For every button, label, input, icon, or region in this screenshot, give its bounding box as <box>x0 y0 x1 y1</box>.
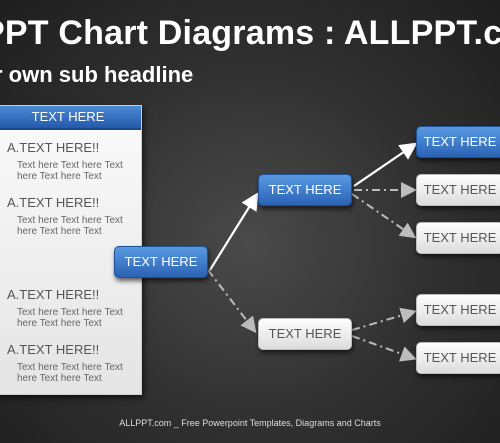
slide-subtitle: r own sub headline <box>0 62 194 87</box>
mid-bottom-node: TEXT HERE <box>258 318 352 350</box>
right-node: TEXT HERE <box>416 342 500 374</box>
mid-top-node: TEXT HERE <box>258 174 352 206</box>
arrow-mid-bottom-to-right-4 <box>351 307 417 331</box>
arrow-root-to-mid-bottom <box>207 269 257 334</box>
arrow-root-to-mid-top <box>209 192 259 271</box>
arrow-mid-top-to-right-1 <box>353 142 418 187</box>
panel-header: TEXT HERE <box>0 106 141 130</box>
arrow-mid-bottom-to-right-5 <box>351 335 417 362</box>
slide-title: PPT Chart Diagrams : ALLPPT.c <box>0 14 500 52</box>
panel-item: A.TEXT HERE!! Text here Text here Text h… <box>7 195 141 237</box>
right-node: TEXT HERE <box>416 174 500 206</box>
right-node: TEXT HERE <box>416 294 500 326</box>
right-node: TEXT HERE <box>416 222 500 254</box>
item-heading: A.TEXT HERE!! <box>7 342 100 357</box>
right-node-highlight: TEXT HERE <box>416 126 500 158</box>
root-node: TEXT HERE <box>114 246 208 278</box>
panel-item: A.TEXT HERE!! Text here Text here Text h… <box>7 140 141 182</box>
item-body: Text here Text here Text here Text here … <box>17 307 123 329</box>
panel-item: A.TEXT HERE!! Text here Text here Text h… <box>7 342 141 384</box>
item-body: Text here Text here Text here Text here … <box>17 160 123 182</box>
item-heading: A.TEXT HERE!! <box>7 287 100 302</box>
footer-credit: ALLPPT.com _ Free Powerpoint Templates, … <box>119 418 381 428</box>
item-heading: A.TEXT HERE!! <box>7 195 100 210</box>
item-heading: A.TEXT HERE!! <box>7 140 100 155</box>
item-body: Text here Text here Text here Text here … <box>17 215 123 237</box>
item-body: Text here Text here Text here Text here … <box>17 362 123 384</box>
arrow-mid-top-to-right-3 <box>351 193 417 239</box>
panel-item: A.TEXT HERE!! Text here Text here Text h… <box>7 287 141 329</box>
